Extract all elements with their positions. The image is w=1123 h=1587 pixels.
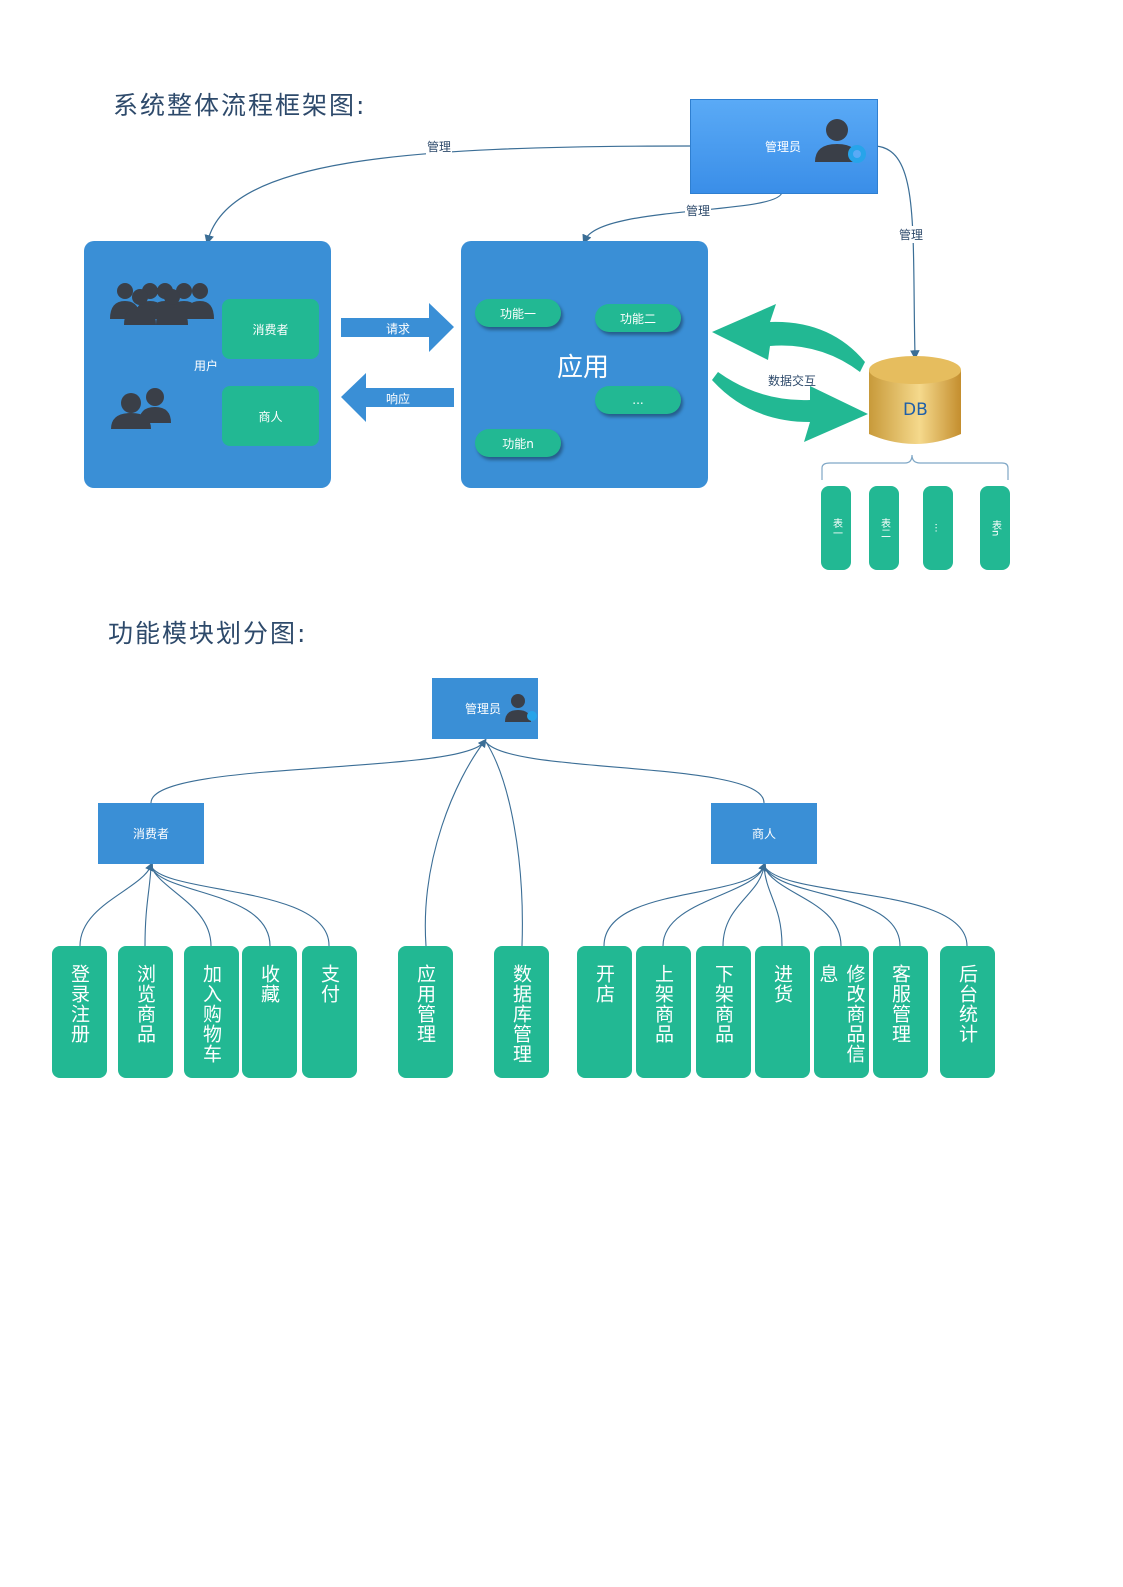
tree-admin-user-icon xyxy=(505,694,537,722)
module-favorites: 收藏 xyxy=(242,946,297,1078)
admin-user-icon xyxy=(815,119,866,163)
module-app-management: 应用管理 xyxy=(398,946,453,1078)
admin-box: 管理员 xyxy=(690,99,878,194)
module-open-store: 开店 xyxy=(577,946,632,1078)
module-edit-product-info: 修改商品信息 xyxy=(814,946,869,1078)
response-label: 响应 xyxy=(386,392,411,406)
db-table-brace xyxy=(821,454,1009,480)
db-label: DB xyxy=(903,400,928,420)
function-one-pill: 功能一 xyxy=(475,299,561,327)
table-one: 表一 xyxy=(821,486,851,570)
admin-to-users-line xyxy=(204,145,691,245)
module-customer-service: 客服管理 xyxy=(873,946,928,1078)
app-panel: 功能一 功能二 应用 ... 功能n xyxy=(461,241,708,488)
module-login-register: 登录注册 xyxy=(52,946,107,1078)
system-flow-heading: 系统整体流程框架图: xyxy=(113,91,367,120)
tree-admin-box: 管理员 xyxy=(432,678,538,739)
merchant-box: 商人 xyxy=(222,386,319,446)
db-cylinder-icon xyxy=(869,356,961,444)
app-title: 应用 xyxy=(557,353,610,383)
table-ellipsis: ... xyxy=(923,486,953,570)
module-backend-statistics: 后台统计 xyxy=(940,946,995,1078)
request-arrow xyxy=(341,303,454,352)
admin-label: 管理员 xyxy=(765,140,802,154)
module-division-heading: 功能模块划分图: xyxy=(108,619,308,648)
table-n: 表n xyxy=(980,486,1010,570)
people-group-icon xyxy=(110,283,214,325)
users-panel: 用户 消费者 商人 xyxy=(84,241,331,488)
response-arrow xyxy=(341,373,454,422)
data-exchange-label: 数据交互 xyxy=(768,374,817,388)
module-database-management: 数据库管理 xyxy=(494,946,549,1078)
module-restock: 进货 xyxy=(755,946,810,1078)
module-add-to-cart: 加入购物车 xyxy=(184,946,239,1078)
request-label: 请求 xyxy=(386,322,411,336)
consumer-box: 消费者 xyxy=(222,299,319,359)
module-payment: 支付 xyxy=(302,946,357,1078)
two-people-icon xyxy=(111,388,171,429)
module-delist-product: 下架商品 xyxy=(696,946,751,1078)
table-two: 表二 xyxy=(869,486,899,570)
function-n-pill: 功能n xyxy=(475,429,561,457)
manage-label-db: 管理 xyxy=(898,226,925,243)
tree-consumer-box: 消费者 xyxy=(98,803,204,864)
user-group-label: 用户 xyxy=(194,359,219,373)
admin-to-db-line xyxy=(875,145,920,360)
manage-label-app: 管理 xyxy=(685,202,712,219)
tree-merchant-box: 商人 xyxy=(711,803,817,864)
function-two-pill: 功能二 xyxy=(595,304,681,332)
admin-to-app-line xyxy=(582,191,783,245)
module-browse-products: 浏览商品 xyxy=(118,946,173,1078)
tree-admin-label: 管理员 xyxy=(465,702,502,716)
module-list-product: 上架商品 xyxy=(636,946,691,1078)
manage-label-users: 管理 xyxy=(426,138,453,155)
function-ellipsis-pill: ... xyxy=(595,386,681,414)
data-exchange-arrows xyxy=(712,304,868,442)
